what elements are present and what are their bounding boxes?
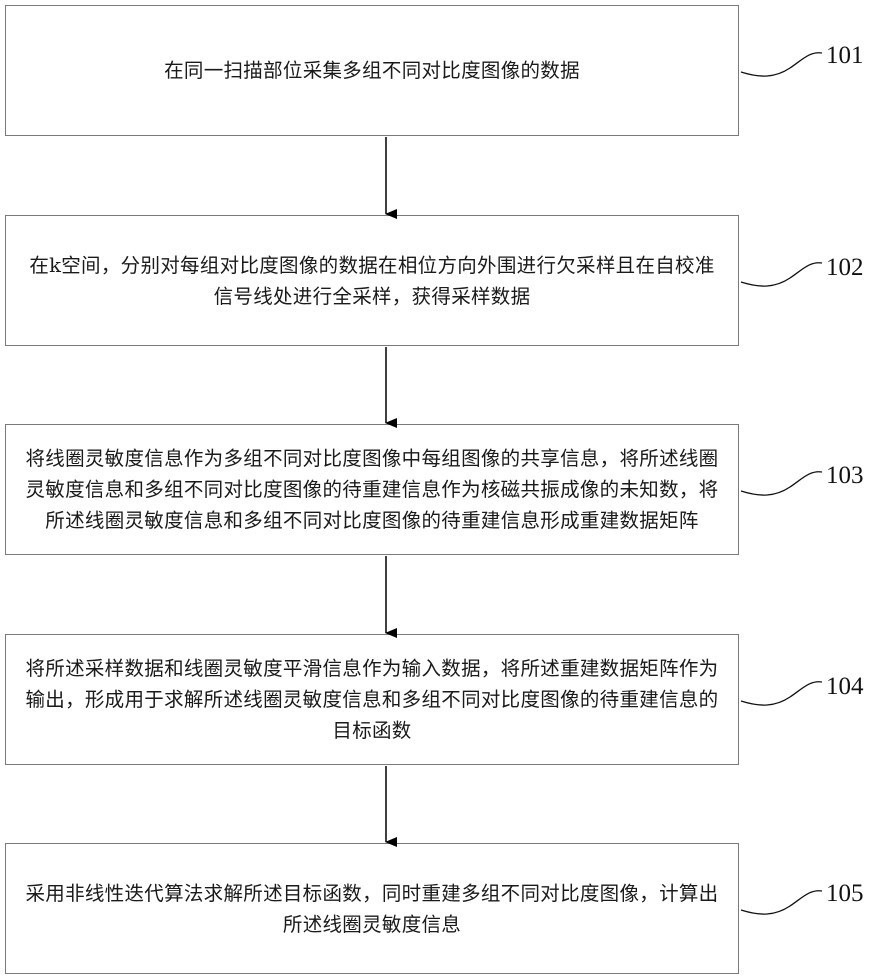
step-label-104: 104 <box>826 673 864 700</box>
step-text-101: 在同一扫描部位采集多组不同对比度图像的数据 <box>164 59 580 82</box>
step-label-105: 105 <box>826 880 864 907</box>
step-text-102: 在k空间，分别对每组对比度图像的数据在相位方向外围进行欠采样且在自校准信号线处进… <box>29 253 715 308</box>
step-box-103: 将线圈灵敏度信息作为多组不同对比度图像中每组图像的共享信息，将所述线圈灵敏度信息… <box>5 424 739 555</box>
step-text-103: 将线圈灵敏度信息作为多组不同对比度图像中每组图像的共享信息，将所述线圈灵敏度信息… <box>25 447 719 532</box>
leader-105 <box>740 890 823 915</box>
step-label-103: 103 <box>826 462 864 489</box>
leader-104 <box>740 681 823 706</box>
step-box-102: 在k空间，分别对每组对比度图像的数据在相位方向外围进行欠采样且在自校准信号线处进… <box>5 215 739 346</box>
step-box-105: 采用非线性迭代算法求解所述目标函数，同时重建多组不同对比度图像，计算出所述线圈灵… <box>5 843 739 974</box>
step-label-102: 102 <box>826 254 864 281</box>
step-box-101: 在同一扫描部位采集多组不同对比度图像的数据 <box>5 5 739 136</box>
leader-103 <box>740 471 823 496</box>
leader-101 <box>740 52 823 77</box>
step-text-105: 采用非线性迭代算法求解所述目标函数，同时重建多组不同对比度图像，计算出所述线圈灵… <box>25 881 719 936</box>
step-box-104: 将所述采样数据和线圈灵敏度平滑信息作为输入数据，将所述重建数据矩阵作为输出，形成… <box>5 634 739 765</box>
step-label-101: 101 <box>826 42 864 69</box>
step-text-104: 将所述采样数据和线圈灵敏度平滑信息作为输入数据，将所述重建数据矩阵作为输出，形成… <box>25 657 719 742</box>
label-leaders <box>740 52 823 915</box>
leader-102 <box>740 262 823 287</box>
